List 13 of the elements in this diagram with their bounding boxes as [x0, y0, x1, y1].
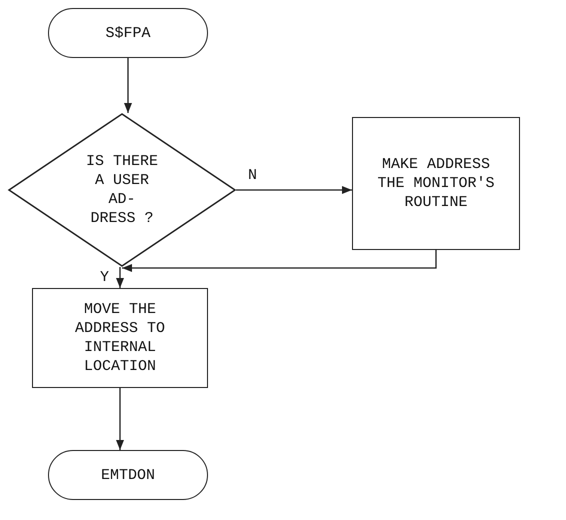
arrow: [122, 250, 437, 272]
node-text: MOVE THE ADDRESS TO INTERNAL LOCATION: [74, 300, 166, 376]
arrow: [116, 388, 124, 450]
decision-diamond: [8, 113, 236, 267]
arrow: [124, 58, 132, 113]
arrow: [116, 267, 124, 288]
node-text: MAKE ADDRESS THE MONITOR'S ROUTINE: [376, 155, 496, 212]
process-box: [32, 288, 208, 388]
node-text: EMTDON: [100, 466, 156, 484]
node-text: S$FPA: [104, 24, 152, 42]
arrow: [236, 186, 352, 194]
node-text: IS THERE A USER AD- DRESS ?: [84, 152, 159, 228]
process-box: [352, 117, 520, 250]
